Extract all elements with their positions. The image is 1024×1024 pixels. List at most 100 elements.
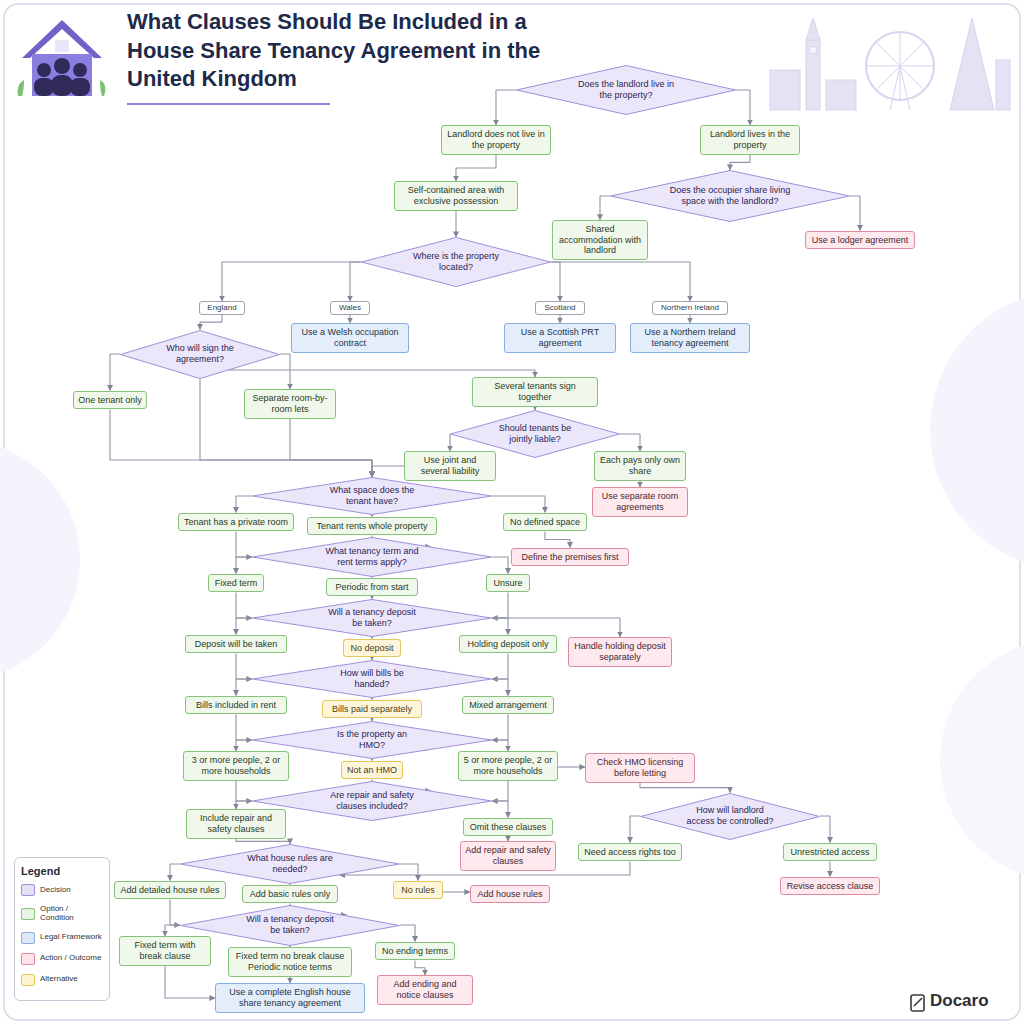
legend-text: Alternative bbox=[40, 975, 78, 984]
option-box: Several tenants sign together bbox=[472, 377, 598, 407]
action-box: Define the premises first bbox=[511, 548, 629, 567]
flow-connector bbox=[280, 354, 290, 389]
flow-connector bbox=[200, 379, 372, 478]
node-text: Use joint and several liability bbox=[409, 455, 491, 477]
flow-connector bbox=[492, 740, 508, 751]
legend-box: LegendDecisionOption / ConditionLegal Fr… bbox=[14, 857, 110, 1001]
node-text: Landlord does not live in the property bbox=[446, 129, 546, 151]
decision-diamond: Where is the property located? bbox=[361, 237, 551, 287]
diamond-shape bbox=[181, 845, 400, 884]
flow-connector bbox=[236, 781, 252, 801]
node-text: Are repair and safety clauses included? bbox=[322, 790, 422, 812]
node-text: Landlord lives in the property bbox=[705, 129, 795, 151]
node-text: Scotland bbox=[539, 303, 581, 313]
node-text: Mixed arrangement bbox=[467, 700, 549, 711]
title-underline bbox=[127, 103, 330, 105]
node-text: Need access rights too bbox=[583, 847, 677, 858]
node-text: How will bills be handed? bbox=[324, 668, 420, 690]
node-text: Several tenants sign together bbox=[477, 381, 593, 403]
option-box: Omit these clauses bbox=[463, 818, 553, 837]
decision-diamond: Are repair and safety clauses included? bbox=[252, 781, 492, 821]
diamond-shape bbox=[253, 478, 492, 515]
background-blob bbox=[940, 640, 1024, 880]
person-head bbox=[54, 58, 70, 74]
flow-connector bbox=[349, 315, 350, 323]
legend-row: Alternative bbox=[21, 974, 103, 986]
flow-connector bbox=[371, 596, 372, 599]
flow-connector bbox=[600, 196, 610, 220]
node-text: No ending terms bbox=[380, 946, 450, 957]
option-box: Tenant rents whole property bbox=[307, 517, 437, 536]
action-box: Handle holding deposit separately bbox=[568, 637, 672, 667]
node-text: Add basic rules only bbox=[247, 889, 333, 900]
node-text: Holding deposit only bbox=[464, 639, 552, 650]
option-box: Need access rights too bbox=[578, 843, 682, 862]
diamond-text-block: What tenancy term and rent terms apply? bbox=[322, 546, 422, 568]
diamond-text-block: What house rules are needed? bbox=[244, 853, 336, 875]
node-text: What space does the tenant have? bbox=[324, 485, 420, 507]
option-box: Fixed term with break clause bbox=[119, 936, 211, 966]
diamond-text-block: How will landlord access be controlled? bbox=[684, 805, 776, 827]
wheel-stand bbox=[890, 66, 910, 110]
flow-connector bbox=[551, 262, 690, 301]
option-box: One tenant only bbox=[73, 391, 147, 410]
option-box: Unrestricted access bbox=[783, 843, 877, 862]
node-text: Is the property an HMO? bbox=[324, 729, 420, 751]
flow-connector bbox=[730, 155, 750, 170]
legal-framework-box: Use a Welsh occupation contract bbox=[291, 323, 409, 353]
node-text: Omit these clauses bbox=[468, 822, 548, 833]
diamond-text-block: Does the landlord live in the property? bbox=[576, 79, 676, 101]
house-icon bbox=[18, 20, 106, 96]
legend-swatch bbox=[21, 884, 35, 896]
decision-diamond: Who will sign the agreement? bbox=[120, 330, 280, 379]
action-box: Add ending and notice clauses bbox=[377, 975, 473, 1005]
document-icon bbox=[911, 995, 924, 1011]
option-box: Landlord does not live in the property bbox=[441, 125, 551, 155]
diamond-shape bbox=[121, 330, 280, 378]
flow-connector bbox=[492, 781, 508, 801]
option-box: Unsure bbox=[486, 574, 530, 593]
clock-face bbox=[809, 46, 817, 54]
flow-connector bbox=[559, 315, 560, 323]
flow-connector bbox=[443, 891, 470, 892]
flow-connector bbox=[372, 466, 404, 477]
node-text: Use a Welsh occupation contract bbox=[296, 327, 404, 349]
node-text: One tenant only bbox=[78, 395, 142, 406]
flow-connector bbox=[290, 419, 372, 477]
action-box: Check HMO licensing before letting bbox=[585, 753, 695, 783]
flow-connector bbox=[400, 925, 415, 942]
flow-connector bbox=[496, 90, 516, 125]
plant bbox=[18, 80, 24, 96]
flow-connector bbox=[236, 679, 252, 696]
node-text: Unsure bbox=[491, 578, 525, 589]
option-box: Bills included in rent bbox=[185, 696, 287, 715]
diamond-text-block: Are repair and safety clauses included? bbox=[322, 790, 422, 812]
node-text: Add ending and notice clauses bbox=[382, 979, 468, 1001]
alternative-box: Not an HMO bbox=[341, 761, 403, 780]
decision-diamond: Does the landlord live in the property? bbox=[516, 65, 736, 115]
flow-connector bbox=[850, 196, 860, 231]
option-box: Holding deposit only bbox=[459, 635, 557, 654]
flow-connector bbox=[415, 960, 425, 975]
flow-connector bbox=[228, 370, 535, 377]
region-label: Northern Ireland bbox=[652, 301, 728, 315]
node-text: Tenant has a private room bbox=[183, 517, 289, 528]
flow-connector bbox=[455, 211, 456, 237]
diamond-shape bbox=[641, 793, 820, 839]
node-text: Does the occupier share living space wit… bbox=[665, 185, 795, 207]
flow-connector bbox=[640, 783, 730, 793]
region-label: Wales bbox=[330, 301, 370, 315]
flow-connector bbox=[110, 354, 120, 391]
diagram-title: What Clauses Should Be Included in a Hou… bbox=[127, 8, 567, 94]
flow-connector bbox=[236, 653, 252, 679]
flow-connector bbox=[492, 653, 508, 679]
diamond-shape bbox=[253, 661, 492, 698]
region-label: Scotland bbox=[535, 301, 585, 315]
node-text: Define the premises first bbox=[516, 552, 624, 563]
node-text: No rules bbox=[398, 885, 438, 896]
london-skyline bbox=[770, 18, 1010, 110]
flow-connector bbox=[200, 315, 222, 330]
node-text: Bills included in rent bbox=[190, 700, 282, 711]
option-box: Deposit will be taken bbox=[185, 635, 287, 654]
flow-connector bbox=[236, 714, 252, 740]
